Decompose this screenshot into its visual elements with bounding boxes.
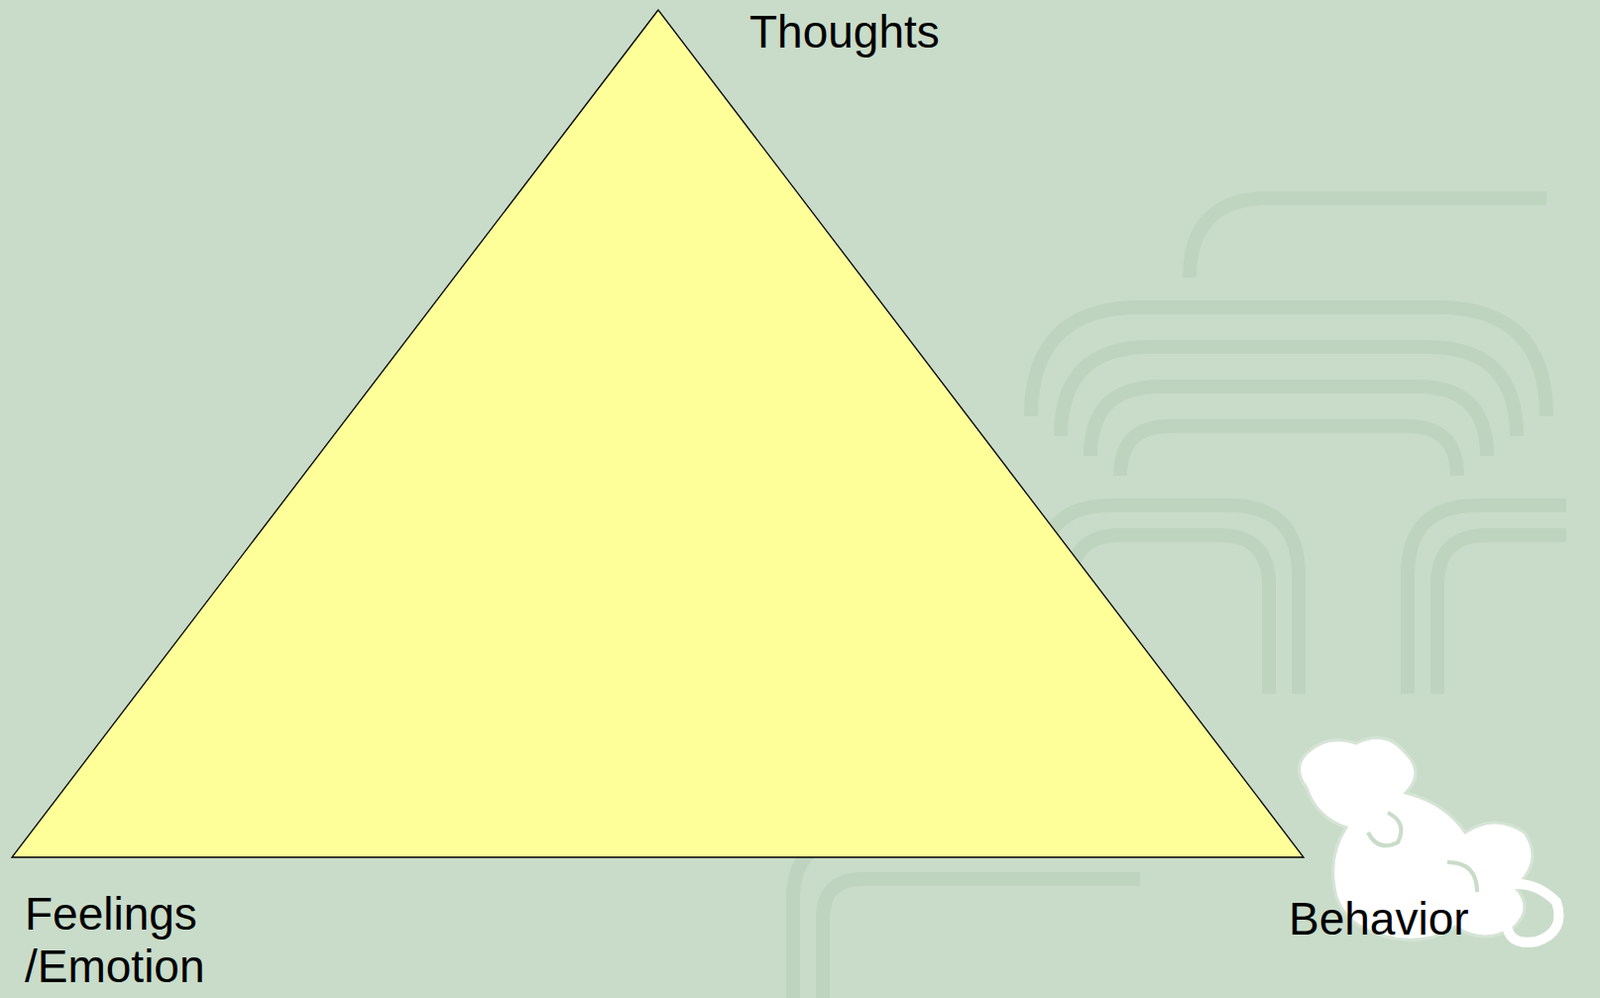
corner-label: Behavior [1288,893,1470,946]
corner-label: Thoughts [749,5,940,59]
corner-label: Feelings /Emotion [24,888,224,994]
cognitive-triangle [11,9,1304,858]
dragon-detail [1368,812,1478,893]
